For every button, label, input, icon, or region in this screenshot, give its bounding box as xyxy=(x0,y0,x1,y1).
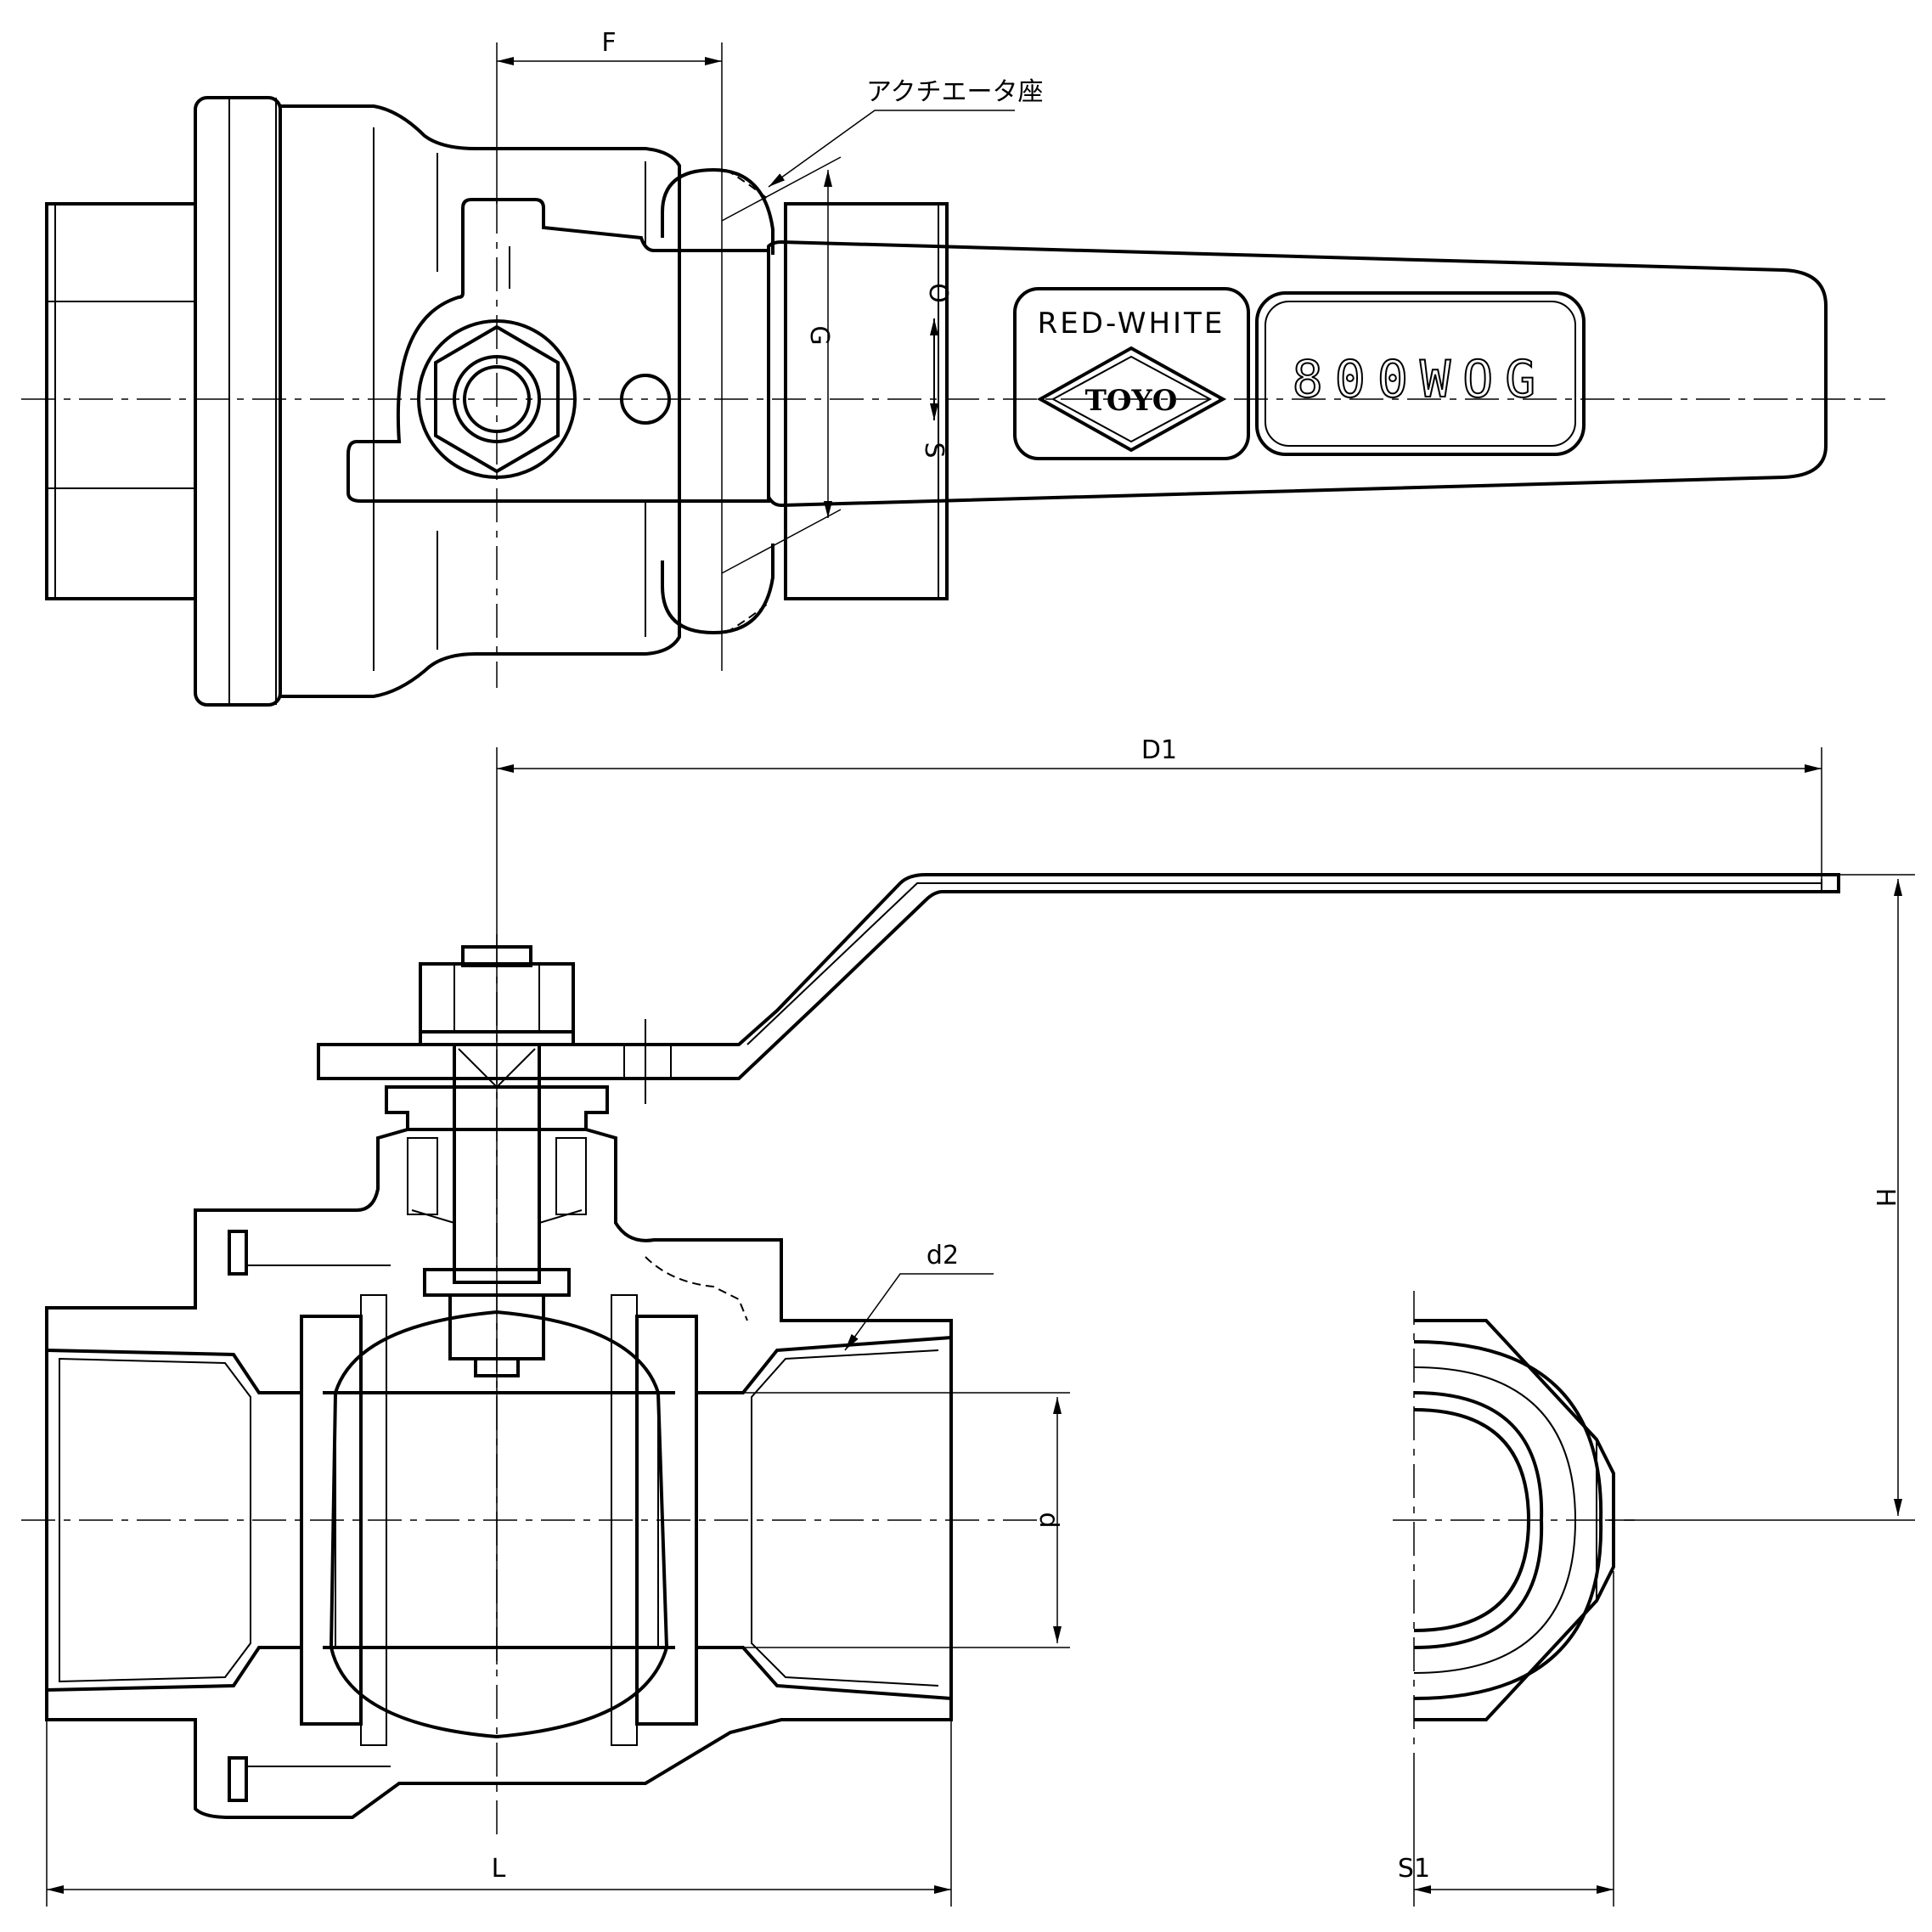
dim-H-label: H xyxy=(1870,1188,1900,1208)
actuator-seat-label: アクチエータ座 xyxy=(866,77,1044,107)
open-mark: O xyxy=(923,283,953,303)
handle-brand-text: RED-WHITE xyxy=(1038,307,1225,341)
top-left-flange xyxy=(194,96,282,707)
toyo-logo-text: TOYO xyxy=(1085,384,1178,418)
end-view: S1 xyxy=(1393,1291,1635,1907)
top-stem-nut xyxy=(434,324,560,474)
handle-rating-text: 800WOG xyxy=(1293,350,1548,409)
side-lever xyxy=(317,873,1840,1080)
top-upper-lug xyxy=(661,167,774,255)
top-lower-lug xyxy=(661,544,774,635)
dim-F-label: F xyxy=(601,28,616,58)
top-lever-handle xyxy=(767,239,1828,508)
top-view: RED-WHITE TOYO 800WOG O S F G アクチエータ座 xyxy=(21,28,1885,707)
dim-G-label: G xyxy=(804,325,834,345)
dim-L-label: L xyxy=(492,1854,506,1884)
top-stopper-plate xyxy=(346,198,770,503)
dim-d-label: d xyxy=(1034,1512,1063,1528)
side-view: D1 xyxy=(21,735,1915,1907)
dim-d2-label: d2 xyxy=(927,1241,959,1270)
actuator-seat-leader xyxy=(768,110,1015,188)
side-right-port xyxy=(695,1336,952,1700)
dim-d2-leader xyxy=(844,1273,994,1351)
shut-mark: S xyxy=(919,442,949,458)
top-left-hex xyxy=(45,202,197,600)
toyo-logo-diamond xyxy=(1036,346,1227,453)
dim-S1-label: S1 xyxy=(1398,1854,1430,1884)
handle-rating-plate xyxy=(1255,291,1586,456)
top-right-hex xyxy=(784,202,949,600)
side-body-outline xyxy=(45,1210,953,1819)
handle-brand-plate xyxy=(1013,287,1250,460)
side-neck xyxy=(194,1128,408,1248)
top-body-outline xyxy=(280,104,681,698)
dim-D1-label: D1 xyxy=(1141,735,1177,765)
